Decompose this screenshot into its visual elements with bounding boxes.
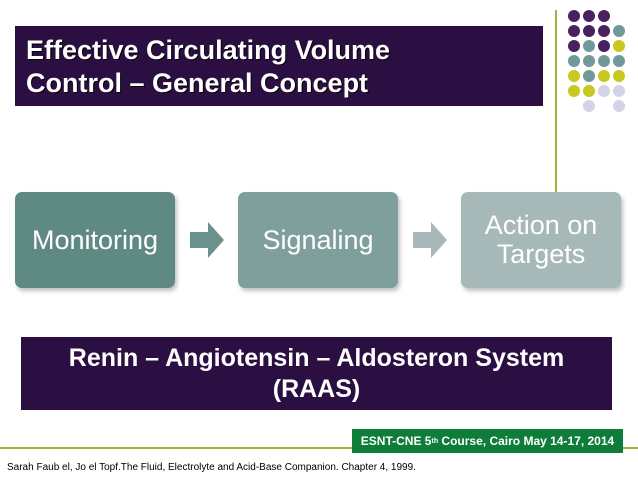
decor-dot xyxy=(598,40,610,52)
decor-dot xyxy=(568,10,580,22)
title-line-2: Control – General Concept xyxy=(26,68,369,98)
decor-dot xyxy=(613,70,625,82)
decor-dot xyxy=(598,55,610,67)
decor-dot xyxy=(613,85,625,97)
stage-label: Signaling xyxy=(262,224,374,255)
decor-dot xyxy=(583,25,595,37)
stage-label: Action on Targets xyxy=(484,210,598,269)
raas-line-1: Renin – Angiotensin – Aldosteron System xyxy=(68,344,565,372)
right-arrow-icon xyxy=(413,222,447,258)
raas-line-2: (RAAS) xyxy=(272,375,361,403)
right-arrow-icon xyxy=(190,222,224,258)
decor-dot xyxy=(583,70,595,82)
decor-dot xyxy=(583,55,595,67)
stage-action-on-targets: Action on Targets xyxy=(461,192,621,288)
decor-dot xyxy=(598,85,610,97)
stage-signaling: Signaling xyxy=(238,192,398,288)
course-ordinal-suffix: th xyxy=(431,437,439,445)
decor-dot xyxy=(583,10,595,22)
decor-dot xyxy=(568,25,580,37)
vertical-accent-rule xyxy=(555,10,557,200)
decor-dot xyxy=(583,40,595,52)
decor-dot xyxy=(598,70,610,82)
title-line-1: Effective Circulating Volume xyxy=(26,35,391,65)
decor-dot xyxy=(613,100,625,112)
slide-title: Effective Circulating Volume Control – G… xyxy=(15,26,543,106)
decor-dot xyxy=(613,40,625,52)
decor-dot xyxy=(568,70,580,82)
decor-dot xyxy=(613,25,625,37)
stage-label: Monitoring xyxy=(31,224,159,255)
footer-accent-rule xyxy=(0,447,638,449)
decor-dot xyxy=(613,55,625,67)
decor-dot xyxy=(568,85,580,97)
stage-monitoring: Monitoring xyxy=(15,192,175,288)
decor-dot xyxy=(598,25,610,37)
course-suffix: Course, Cairo May 14-17, 2014 xyxy=(438,434,615,448)
decor-dot xyxy=(583,100,595,112)
raas-banner: Renin – Angiotensin – Aldosteron System … xyxy=(21,337,612,410)
decor-dot xyxy=(568,55,580,67)
decor-dot xyxy=(583,85,595,97)
course-prefix: ESNT-CNE 5 xyxy=(360,434,432,448)
citation: Sarah Faub el, Jo el Topf.The Fluid, Ele… xyxy=(7,462,416,473)
decor-dot xyxy=(598,10,610,22)
decor-dot xyxy=(568,40,580,52)
